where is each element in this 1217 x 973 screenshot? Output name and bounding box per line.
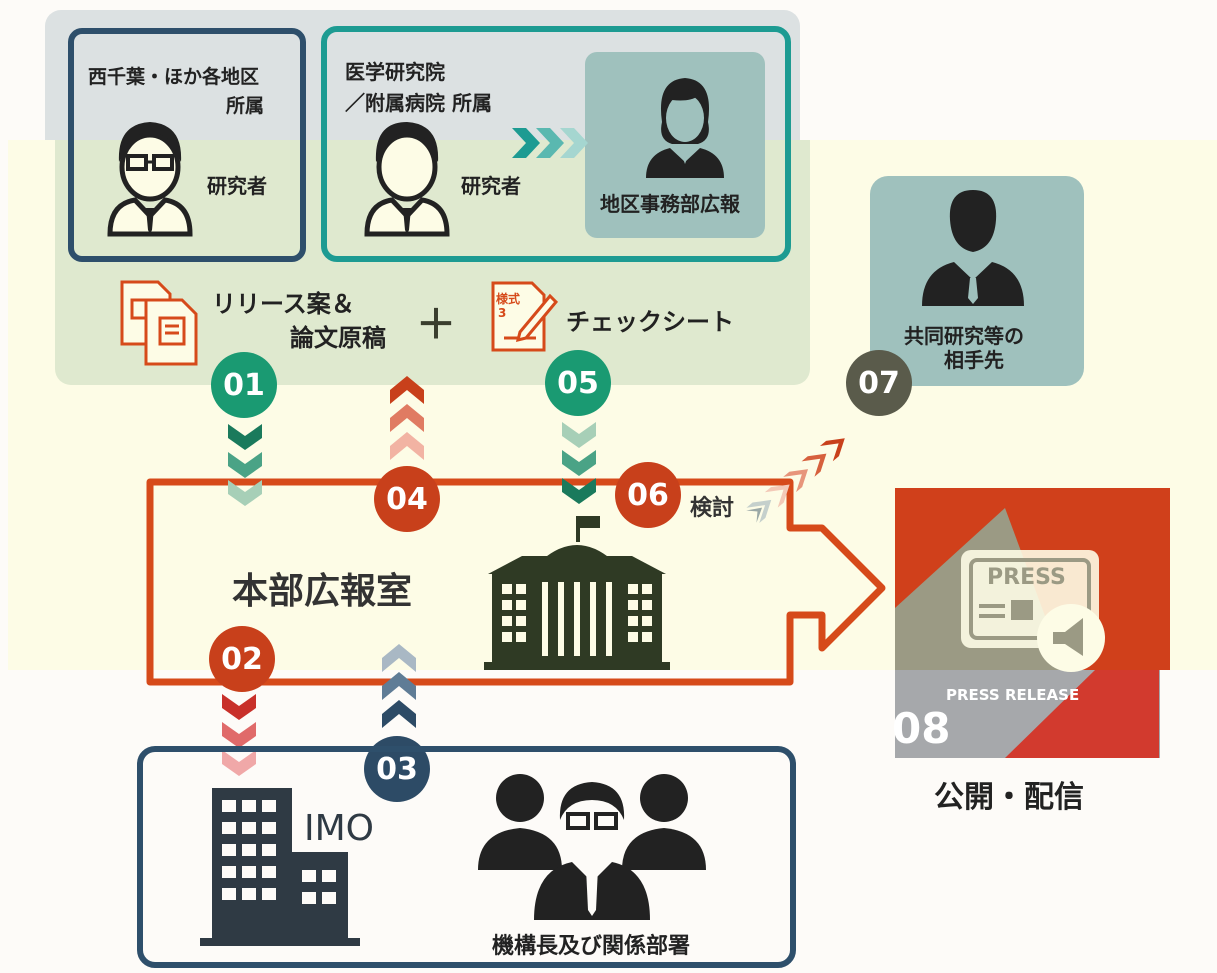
- flow-arrows-01: [228, 424, 262, 506]
- west-chiba-group-box: [68, 28, 306, 262]
- partner-icon: [922, 190, 1024, 306]
- flow-arrows-07: [746, 438, 845, 524]
- step-05-badge: 05: [545, 350, 611, 416]
- step-07-badge: 07: [846, 350, 912, 416]
- medical-affiliation: ／附属病院 所属: [345, 91, 492, 115]
- step-01-badge: 01: [211, 352, 277, 418]
- university-building-icon: [484, 516, 670, 670]
- form-number: 3: [498, 306, 507, 320]
- manuscript-label: 論文原稿: [290, 324, 386, 352]
- press-release-banner: PRESS RELEASE: [946, 686, 1080, 704]
- flow-arrows-04: [390, 376, 424, 460]
- document-icon: [120, 280, 198, 366]
- handoff-chevrons: [512, 128, 588, 158]
- flow-arrows-05: [562, 422, 596, 504]
- press-icon-text: PRESS: [987, 565, 1066, 590]
- imo-label: IMO: [304, 808, 375, 849]
- office-staff-icon: [646, 78, 724, 178]
- form-label: 様式: [496, 292, 521, 306]
- executives-group-icon: [478, 774, 706, 920]
- flow-arrows-02: [222, 694, 256, 776]
- hq-pr-office-frame: [146, 478, 886, 686]
- researcher-icon-west: [107, 122, 193, 237]
- step-06-badge: 06: [615, 462, 681, 528]
- step-08-badge: 08: [892, 704, 951, 753]
- researcher-icon-medical: [364, 122, 450, 237]
- checksheet-label: チェックシート: [566, 308, 734, 336]
- plus-sign: ＋: [416, 302, 456, 348]
- press-release-icon: [895, 488, 1170, 758]
- publish-distribute-label: 公開・配信: [934, 780, 1084, 815]
- imo-building-icon: [200, 788, 360, 946]
- west-chiba-researcher-label: 研究者: [207, 174, 267, 198]
- executives-label: 機構長及び関係部署: [492, 934, 691, 959]
- west-chiba-affiliation: 所属: [226, 95, 265, 117]
- district-office-label: 地区事務部広報: [600, 192, 740, 216]
- step-02-badge: 02: [209, 626, 275, 692]
- partner-label-2: 相手先: [944, 348, 1004, 372]
- imo-and-departments-box: [137, 746, 796, 968]
- checksheet-icon: [491, 281, 559, 352]
- step-04-badge: 04: [374, 466, 440, 532]
- west-chiba-title: 西千葉・ほか各地区: [88, 66, 260, 88]
- flow-arrows-03: [382, 644, 416, 728]
- partner-label-1: 共同研究等の: [904, 324, 1024, 348]
- medical-title: 医学研究院: [345, 60, 445, 84]
- review-label: 検討: [690, 496, 735, 521]
- medical-researcher-label: 研究者: [461, 174, 521, 198]
- medical-group-box: [321, 26, 791, 262]
- hq-pr-office-label: 本部広報室: [232, 571, 413, 612]
- release-draft-label: リリース案＆: [212, 290, 355, 318]
